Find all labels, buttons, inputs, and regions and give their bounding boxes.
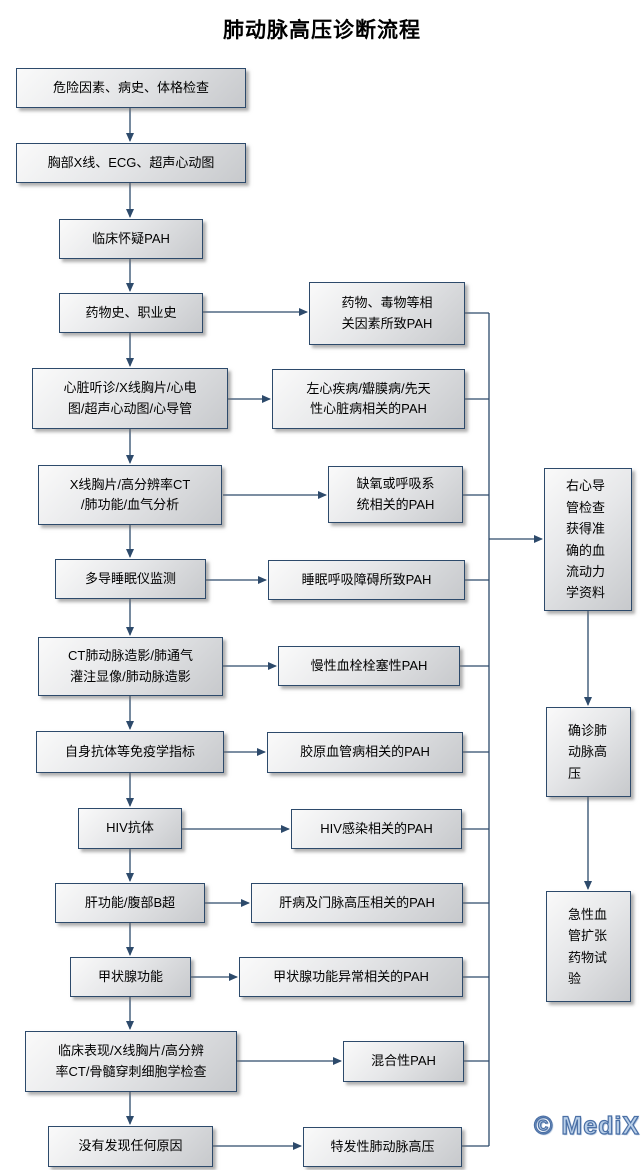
outcome-left-heart-pah: 左心疾病/瓣膜病/先天 性心脏病相关的PAH — [272, 369, 465, 429]
outcome-idiopathic-pah: 特发性肺动脉高压 — [303, 1127, 462, 1167]
outcome-sleep-disorder-pah: 睡眠呼吸障碍所致PAH — [268, 560, 465, 600]
step-cardiac-auscultation: 心脏听诊/X线胸片/心电 图/超声心动图/心导管 — [32, 368, 228, 429]
outcome-collagen-vascular-pah: 胶原血管病相关的PAH — [267, 732, 463, 773]
step-polysomnography: 多导睡眠仪监测 — [55, 559, 206, 599]
step-no-cause-found: 没有发现任何原因 — [48, 1126, 213, 1167]
medix-watermark: © MediX — [533, 1111, 640, 1140]
step-thyroid-function: 甲状腺功能 — [70, 957, 191, 997]
confirm-pah: 确诊肺 动脉高 压 — [546, 707, 631, 797]
outcome-hypoxia-respiratory-pah: 缺氧或呼吸系 统相关的PAH — [328, 466, 463, 523]
step-hiv-antibody: HIV抗体 — [78, 808, 182, 849]
step-liver-function-ultrasound: 肝功能/腹部B超 — [55, 883, 205, 923]
step-ct-pulmonary-angiography: CT肺动脉造影/肺通气 灌注显像/肺动脉造影 — [38, 637, 223, 696]
outcome-drug-toxin-pah: 药物、毒物等相 关因素所致PAH — [309, 282, 465, 345]
step-chest-xray-ecg-echo: 胸部X线、ECG、超声心动图 — [16, 143, 246, 183]
outcome-hiv-infection-pah: HIV感染相关的PAH — [291, 809, 462, 849]
page-title: 肺动脉高压诊断流程 — [223, 19, 421, 42]
outcome-thyroid-abnormal-pah: 甲状腺功能异常相关的PAH — [239, 957, 463, 997]
step-autoantibody-immunology: 自身抗体等免疫学指标 — [36, 731, 224, 773]
right-heart-catheterization: 右心导 管检查 获得准 确的血 流动力 学资料 — [544, 468, 632, 611]
step-risk-history-exam: 危险因素、病史、体格检查 — [16, 68, 246, 108]
outcome-chronic-thromboembolic-pah: 慢性血栓栓塞性PAH — [278, 646, 460, 686]
acute-vasodilator-test: 急性血 管扩张 药物试 验 — [546, 891, 631, 1002]
step-clinical-bone-marrow: 临床表现/X线胸片/高分辨 率CT/骨髓穿刺细胞学检查 — [25, 1031, 237, 1092]
outcome-mixed-pah: 混合性PAH — [343, 1041, 464, 1082]
step-clinical-suspect-pah: 临床怀疑PAH — [59, 219, 203, 259]
outcome-liver-portal-hypertension-pah: 肝病及门脉高压相关的PAH — [251, 883, 463, 923]
step-xray-hrct-lung-function: X线胸片/高分辨率CT /肺功能/血气分析 — [38, 465, 222, 525]
step-drug-occupation-history: 药物史、职业史 — [59, 293, 203, 333]
